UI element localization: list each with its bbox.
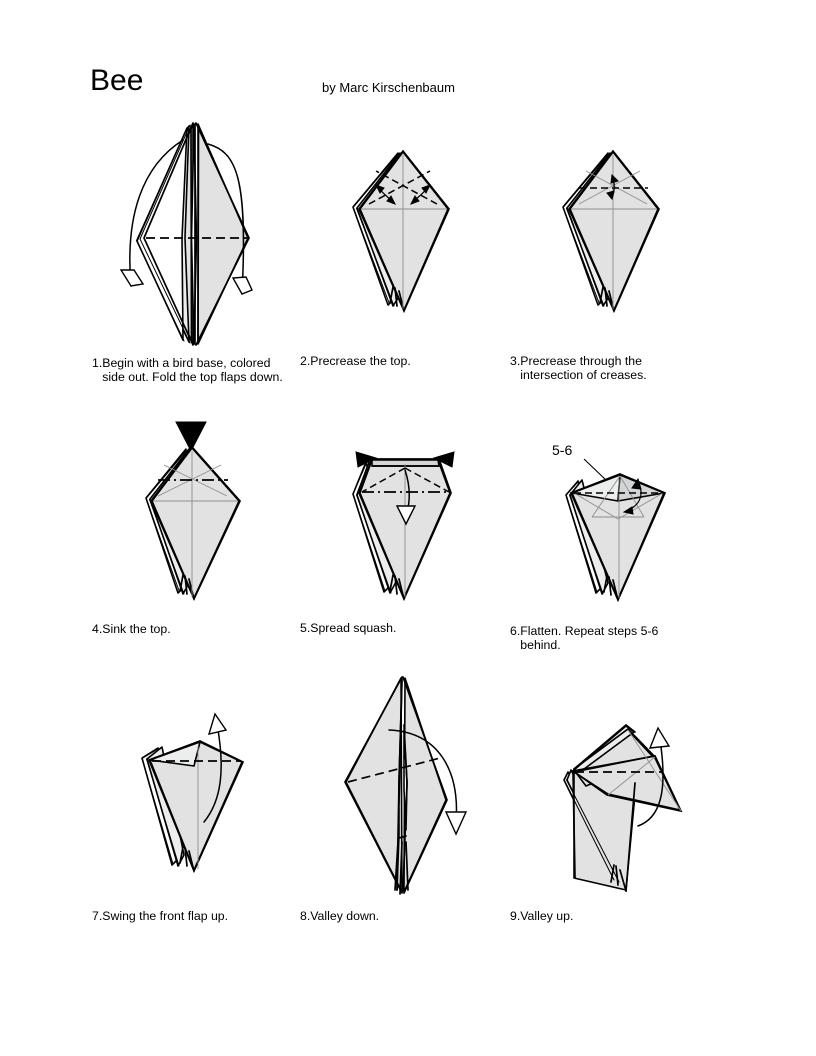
step-5-number: 5. xyxy=(300,621,311,635)
step-7: 7. Swing the front flap up. xyxy=(90,690,290,923)
step-9-text: Valley up. xyxy=(520,909,574,923)
repeat-steps-label: 5-6 xyxy=(552,442,572,458)
step-5-caption: 5. Spread squash. xyxy=(300,621,492,636)
step-2-figure xyxy=(298,145,498,320)
step-1-caption: 1. Begin with a bird base, colored side … xyxy=(92,356,284,384)
step-8-figure xyxy=(298,670,498,905)
step-6-caption: 6. Flatten. Repeat steps 5-6 behind. xyxy=(510,624,702,652)
step-8: 8. Valley down. xyxy=(298,670,498,923)
step-9-caption: 9. Valley up. xyxy=(510,909,702,924)
step-1: 1. Begin with a bird base, colored side … xyxy=(90,118,290,383)
step-4-number: 4. xyxy=(92,622,103,636)
step-4-text: Sink the top. xyxy=(102,622,171,636)
step-3-text: Precrease through the intersection of cr… xyxy=(520,354,647,382)
step-9-figure xyxy=(508,700,708,900)
step-1-figure xyxy=(90,118,290,350)
step-6-figure: 5-6 xyxy=(508,435,708,610)
step-9: 9. Valley up. xyxy=(508,700,708,923)
step-4-caption: 4. Sink the top. xyxy=(92,622,284,637)
step-2-caption: 2. Precrease the top. xyxy=(300,354,492,369)
step-4: 4. Sink the top. xyxy=(90,415,290,645)
step-7-text: Swing the front flap up. xyxy=(102,909,229,923)
step-6-text: Flatten. Repeat steps 5-6 behind. xyxy=(520,624,659,652)
step-7-caption: 7. Swing the front flap up. xyxy=(92,909,284,924)
step-1-text: Begin with a bird base, colored side out… xyxy=(102,356,283,384)
step-4-figure xyxy=(90,415,290,605)
step-3-number: 3. xyxy=(510,354,521,368)
step-6: 5-6 xyxy=(508,435,708,652)
step-2-text: Precrease the top. xyxy=(310,354,411,368)
step-3: 3. Precrease through the intersection of… xyxy=(508,145,708,381)
step-8-text: Valley down. xyxy=(310,909,380,923)
page-title: Bee xyxy=(90,64,144,97)
step-3-caption: 3. Precrease through the intersection of… xyxy=(510,354,702,382)
step-5-text: Spread squash. xyxy=(310,621,397,635)
step-2-number: 2. xyxy=(300,354,311,368)
step-8-caption: 8. Valley down. xyxy=(300,909,492,924)
step-7-number: 7. xyxy=(92,909,103,923)
step-8-number: 8. xyxy=(300,909,311,923)
step-2: 2. Precrease the top. xyxy=(298,145,498,368)
step-3-figure xyxy=(508,145,708,320)
step-5-figure xyxy=(298,440,498,605)
step-6-number: 6. xyxy=(510,624,521,638)
step-1-number: 1. xyxy=(92,356,103,370)
step-9-number: 9. xyxy=(510,909,521,923)
step-5: 5. Spread squash. xyxy=(298,440,498,645)
step-7-figure xyxy=(90,690,290,880)
author-credit: by Marc Kirschenbaum xyxy=(322,80,455,95)
